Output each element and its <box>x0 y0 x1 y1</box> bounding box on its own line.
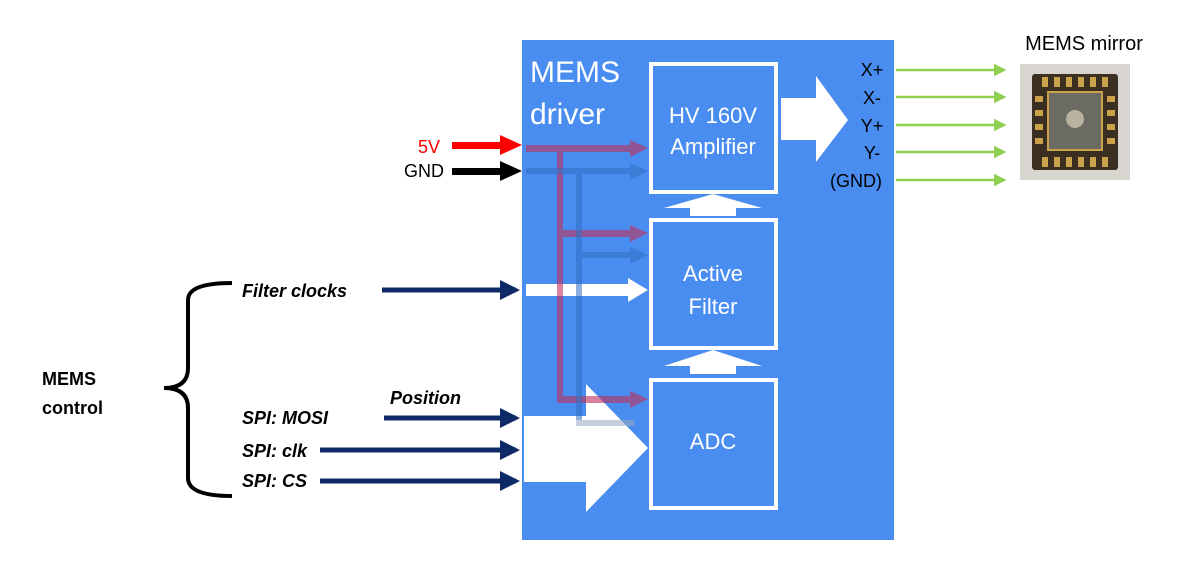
spi-cs-label: SPI: CS <box>242 471 307 491</box>
amplifier-label-line2: Amplifier <box>670 134 756 159</box>
spi-mosi-label: SPI: MOSI <box>242 408 329 428</box>
amplifier-label-line1: HV 160V <box>669 103 757 128</box>
power-5v-arrow <box>452 135 522 155</box>
filter-to-amplifier-arrow <box>664 194 762 216</box>
control-group-label-line2: control <box>42 398 103 418</box>
filter-label-line1: Active <box>683 261 743 286</box>
output-x-plus-label: X+ <box>861 60 884 80</box>
spi-to-adc-arrow <box>524 384 648 512</box>
driver-title-line2: driver <box>530 98 605 131</box>
gnd-internal-lines <box>526 163 648 426</box>
adc-label: ADC <box>690 429 737 454</box>
control-group-label-line1: MEMS <box>42 369 96 389</box>
filter-label-line2: Filter <box>689 294 738 319</box>
driver-title-line1: MEMS <box>530 56 620 89</box>
amplifier-block <box>649 62 778 194</box>
mems-mirror-title: MEMS mirror <box>1025 33 1143 55</box>
filter-clocks-label: Filter clocks <box>242 281 347 301</box>
mems-mirror-image <box>1020 64 1130 180</box>
power-5v-internal-lines <box>526 140 648 408</box>
output-y-plus-label: Y+ <box>861 116 884 136</box>
amplifier-output-arrow <box>781 76 848 162</box>
output-gnd-label: (GND) <box>830 171 882 191</box>
adc-to-filter-arrow <box>664 350 762 374</box>
spi-clk-label: SPI: clk <box>242 441 308 461</box>
adc-block <box>649 378 778 510</box>
position-label: Position <box>390 388 461 408</box>
gnd-arrow <box>452 161 522 181</box>
power-5v-label: 5V <box>418 137 440 157</box>
output-y-minus-label: Y- <box>864 143 880 163</box>
control-brace <box>163 281 233 498</box>
output-x-minus-label: X- <box>863 88 881 108</box>
active-filter-block <box>649 218 778 350</box>
gnd-label: GND <box>404 161 444 181</box>
